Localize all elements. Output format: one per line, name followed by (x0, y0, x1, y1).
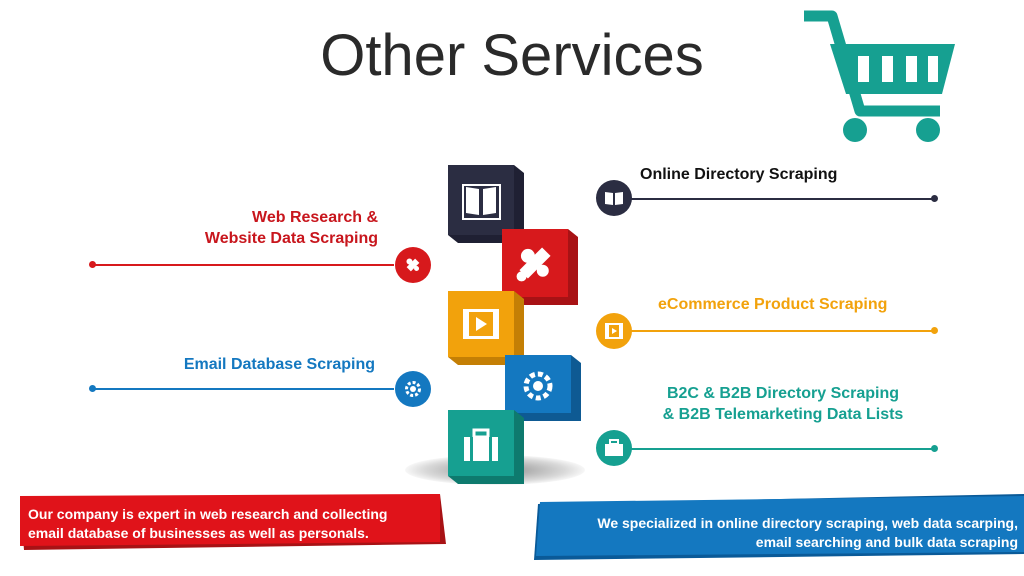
cube-book (448, 165, 524, 243)
label-line: Web Research & (252, 209, 378, 226)
cube-briefcase (448, 410, 524, 484)
connector-line-b2c (630, 448, 932, 450)
banner-right-shape (534, 494, 1024, 560)
banner-right-text: We specialized in online directory scrap… (548, 514, 1018, 552)
shopping-cart-icon (804, 10, 955, 142)
circle-online-directory (596, 180, 632, 216)
puzzle-icon (406, 258, 420, 272)
label-line: Email Database Scraping (183, 356, 375, 373)
circle-ecommerce (596, 313, 632, 349)
cube-puzzle (502, 229, 578, 305)
circle-b2c (596, 430, 632, 466)
gear-icon (405, 381, 421, 397)
label-online-directory: Online Directory Scraping (640, 164, 880, 185)
banner-line: We specialized in online directory scrap… (597, 515, 1018, 531)
banner-left-shape (20, 494, 446, 550)
circle-web-research (395, 247, 431, 283)
label-line: & B2B Telemarketing Data Lists (662, 406, 904, 423)
book-icon (605, 192, 623, 205)
label-b2c-b2b: B2C & B2B Directory Scraping & B2B Telem… (640, 383, 926, 425)
banner-left-text: Our company is expert in web research an… (28, 505, 438, 543)
label-line: Online Directory Scraping (640, 166, 838, 183)
label-email-database: Email Database Scraping (150, 354, 375, 375)
circle-email (395, 371, 431, 407)
label-line: B2C & B2B Directory Scraping (666, 385, 900, 402)
label-line: eCommerce Product Scraping (658, 296, 888, 313)
connector-dot (89, 261, 96, 268)
page-title: Other Services (320, 23, 704, 88)
connector-line-email (94, 388, 394, 390)
connector-line-ecommerce (630, 330, 932, 332)
connector-dot (931, 445, 938, 452)
connector-dot (931, 195, 938, 202)
label-ecommerce: eCommerce Product Scraping (658, 294, 918, 315)
banner-line: email database of businesses as well as … (28, 525, 369, 541)
film-icon (605, 323, 623, 339)
cube-film (448, 291, 524, 365)
label-line: Website Data Scraping (204, 230, 378, 247)
connector-line-web-research (94, 264, 394, 266)
label-web-research: Web Research & Website Data Scraping (170, 207, 378, 249)
connector-dot (89, 385, 96, 392)
banner-line: Our company is expert in web research an… (28, 506, 388, 522)
briefcase-icon (605, 439, 623, 456)
banner-line: email searching and bulk data scraping (755, 534, 1018, 550)
connector-dot (931, 327, 938, 334)
cube-gear (505, 355, 581, 421)
connector-line-online-directory (630, 198, 932, 200)
